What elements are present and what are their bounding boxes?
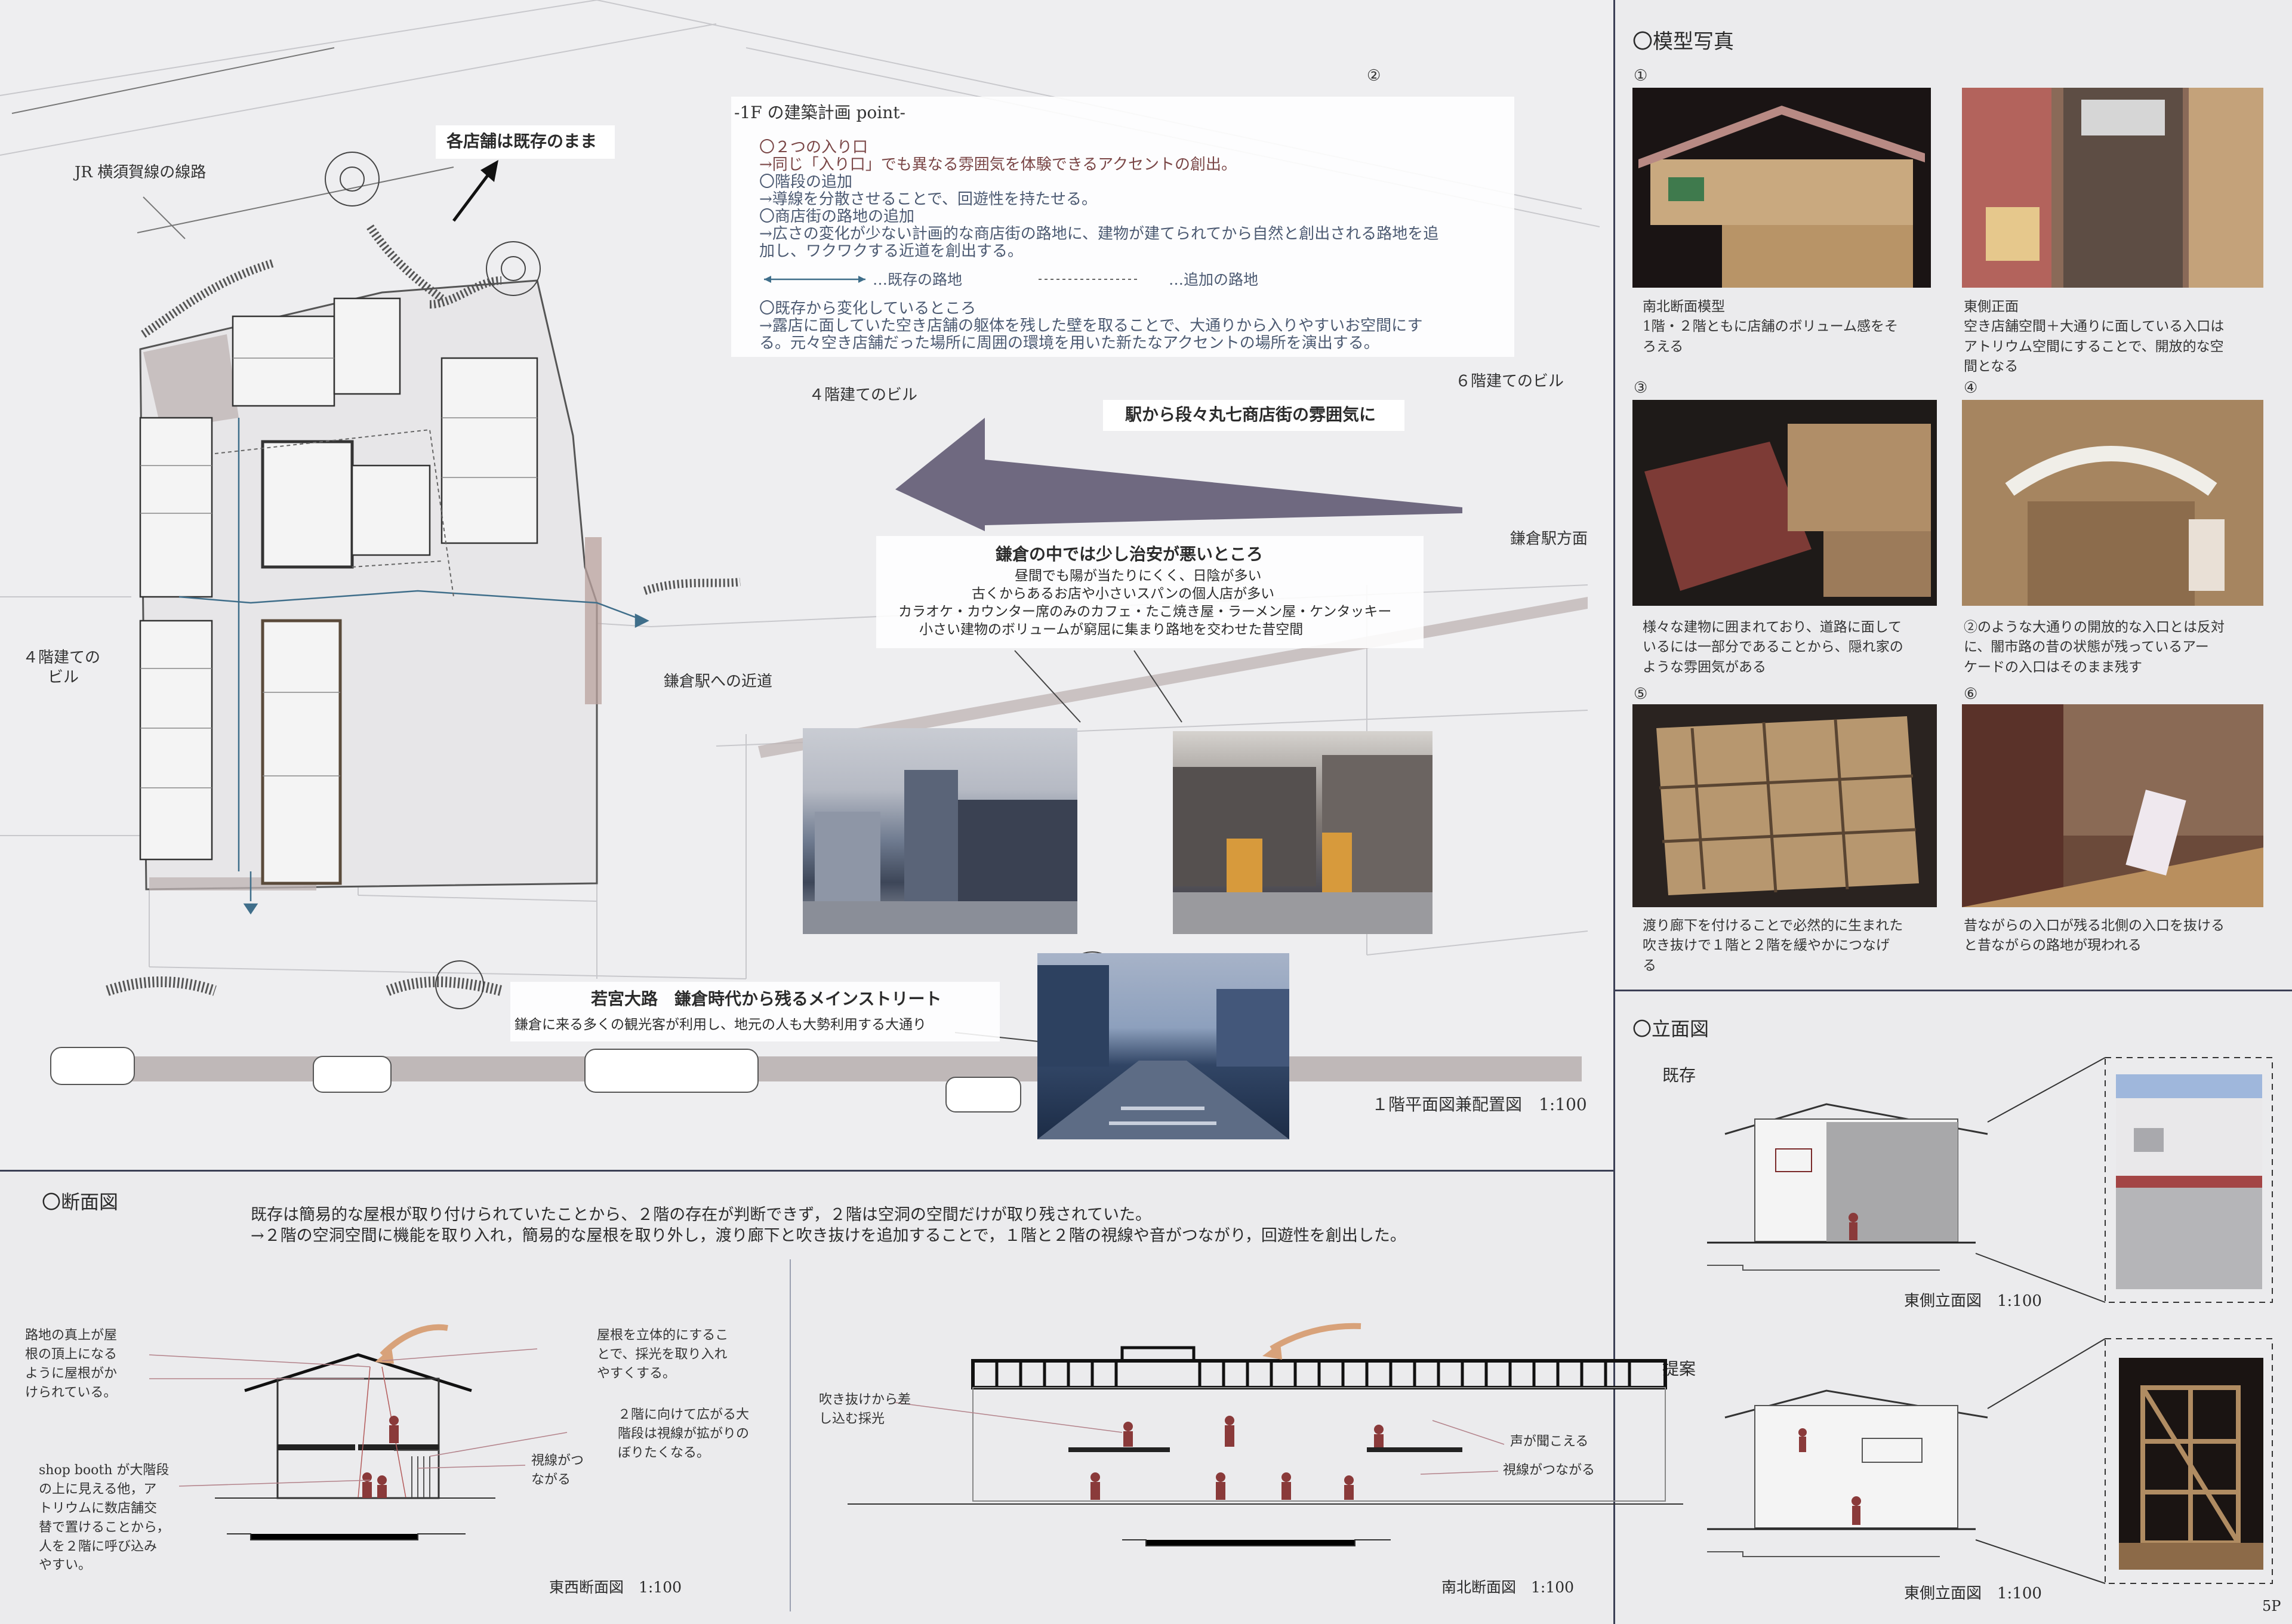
main-street-title: 若宮大路 鎌倉時代から残るメインストリート [591, 989, 942, 1009]
elevation-photo-proposal [2119, 1358, 2263, 1570]
model-5-caption: 渡り廊下を付けることで必然的に生まれた 吹き抜けで１階と２階を緩やかにつなげ る [1643, 918, 1903, 973]
street-photo-1 [803, 728, 1077, 934]
label-building-4f-top: ４階建てのビル [809, 386, 918, 404]
street-photo-2 [1173, 731, 1432, 934]
label-building-4f-left-1: ４階建ての [23, 649, 101, 667]
label-building-6f: ６階建てのビル [1455, 372, 1564, 390]
divider-horizontal-right [1613, 990, 2292, 991]
label-station-shortcut: 鎌倉駅への近道 [664, 673, 773, 691]
models-title: 〇模型写真 [1632, 30, 1734, 54]
plan-point-line-4: →導線を分散させることで、回遊性を持たせる。 [759, 190, 1097, 208]
elevation-title: 〇立面図 [1632, 1018, 1709, 1040]
label-building-4f-left-2: ビル [48, 668, 79, 686]
plan-point-line-5: 〇商店街の路地の追加 [759, 208, 915, 226]
plan-point-line-9: →露店に面していた空き店舗の躯体を残した壁を取ることで、大通りから入りやすいお空… [759, 317, 1423, 335]
section-ns-note-2: 声が聞こえる [1510, 1434, 1589, 1449]
model-3-number: ③ [1634, 379, 1648, 397]
label-jr-line: JR 横須賀線の線路 [75, 164, 207, 181]
section-ew-note-5: shop booth が大階段 の上に見える他，ア トリウムに数店舗交 替で置け… [39, 1463, 170, 1573]
divider-horizontal-left [0, 1170, 1613, 1172]
elevation-proposal-label: 提案 [1662, 1359, 1696, 1379]
model-photo-3 [1632, 400, 1937, 606]
section-intro-1: 既存は簡易的な屋根が取り付けられていたことから、２階の存在が判断できず，２階は空… [251, 1206, 1152, 1224]
plan-point-line-10: る。元々空き店舗だった場所に周囲の環境を用いた新たなアクセントの場所を演出する。 [759, 334, 1379, 352]
section-ew-note-3: ２階に向けて広がる大 階段は視線が拡がりの ぼりたくなる。 [618, 1407, 750, 1460]
page-number: 5P [2262, 1598, 2281, 1614]
plan-point-line-2: →同じ「入り口」でも異なる雰囲気を体験できるアクセントの創出。 [759, 156, 1237, 174]
model-4-number: ④ [1964, 379, 1978, 397]
label-stores-existing-box [436, 125, 615, 159]
label-station-direction: 鎌倉駅方面 [1510, 530, 1588, 548]
elevation-photo-existing [2116, 1074, 2262, 1289]
model-photo-6 [1962, 704, 2263, 907]
safety-line-4: 小さい建物のボリュームが窮屈に集まり路地を交わせた昔空間 [919, 622, 1304, 637]
model-2-number: ② [1367, 67, 1381, 85]
safety-line-2: 古くからあるお店や小さいスパンの個人店が多い [972, 586, 1275, 602]
model-1-number: ① [1634, 67, 1648, 85]
street-photo-3 [1037, 953, 1289, 1139]
legend-added-alley: …追加の路地 [1169, 271, 1259, 288]
elevation-scale-2: 東側立面図 1:100 [1904, 1585, 2042, 1603]
model-6-number: ⑥ [1964, 685, 1978, 703]
arrow-label-box [1103, 400, 1404, 431]
plan-point-title: -1F の建築計画 point- [734, 103, 905, 122]
model-photo-5 [1632, 704, 1937, 907]
section-ew-scale: 東西断面図 1:100 [549, 1579, 682, 1596]
model-4-caption: ②のような大通りの開放的な入口とは反対 に、闇市路の昔の状態が残っているアー ケ… [1964, 620, 2225, 675]
safety-title: 鎌倉の中では少し治安が悪いところ [996, 544, 1264, 564]
section-ns-note-3: 視線がつながる [1503, 1463, 1595, 1478]
main-street-box [510, 982, 1000, 1041]
model-photo-1 [1632, 88, 1931, 288]
plan-point-line-1: 〇２つの入り口 [759, 138, 868, 156]
elevation-existing-label: 既存 [1662, 1065, 1696, 1085]
safety-box [876, 536, 1424, 648]
divider-section-vertical [790, 1259, 791, 1611]
plan-point-line-3: 〇階段の追加 [759, 173, 853, 191]
plan-point-line-6: →広さの変化が少ない計画的な商店街の路地に、建物が建てられてから自然と創出される… [759, 225, 1439, 243]
section-ew-note-4: 視線がつ ながる [531, 1453, 584, 1487]
model-3-caption: 様々な建物に囲まれており、道路に面して いるには一部分であることから、隠れ家の … [1643, 620, 1903, 675]
elevation-scale-1: 東側立面図 1:100 [1904, 1292, 2042, 1310]
label-stores-existing: 各店舗は既存のまま [446, 131, 597, 151]
plan-point-box [731, 97, 1514, 357]
model-photo-4 [1962, 400, 2263, 606]
section-ns-scale: 南北断面図 1:100 [1441, 1579, 1575, 1596]
model-6-caption: 昔ながらの入口が残る北側の入口を抜ける と昔ながらの路地が現われる [1964, 918, 2225, 954]
safety-line-3: カラオケ・カウンター席のみのカフェ・たこ焼き屋・ラーメン屋・ケンタッキー [898, 604, 1392, 620]
section-title: 〇断面図 [42, 1191, 119, 1213]
model-2-caption: 東側正面 空き店舗空間＋大通りに面している入口は アトリウム空間にすることで、開… [1964, 299, 2225, 375]
plan-scale: １階平面図兼配置図 1:100 [1372, 1095, 1587, 1114]
model-1-caption: 南北断面模型 1階・２階ともに店舗のボリューム感をそ ろえる [1643, 299, 1898, 355]
main-street-desc: 鎌倉に来る多くの観光客が利用し、地元の人も大勢利用する大通り [515, 1017, 926, 1033]
plan-point-line-8: 〇既存から変化しているところ [759, 300, 976, 318]
section-ew-note-2: 屋根を立体的にするこ とで、採光を取り入れ やすくする。 [597, 1328, 729, 1381]
safety-line-1: 昼間でも陽が当たりにくく、日陰が多い [1015, 568, 1262, 584]
section-ns-note-1: 吹き抜けから差 し込む採光 [819, 1392, 911, 1426]
legend-existing-alley: …既存の路地 [873, 271, 963, 288]
section-intro-2: →２階の空洞空間に機能を取り入れ，簡易的な屋根を取り外し，渡り廊下と吹き抜けを追… [251, 1227, 1406, 1245]
section-ew-note-1: 路地の真上が屋 根の頂上になる ように屋根がか けられている。 [25, 1328, 118, 1400]
arrow-label: 駅から段々丸七商店街の雰囲気に [1125, 405, 1376, 424]
model-5-number: ⑤ [1634, 685, 1648, 703]
model-photo-2 [1962, 88, 2263, 288]
divider-vertical-right [1613, 0, 1615, 1624]
plan-point-line-7: 加し、ワクワクする近道を創出する。 [759, 242, 1024, 260]
